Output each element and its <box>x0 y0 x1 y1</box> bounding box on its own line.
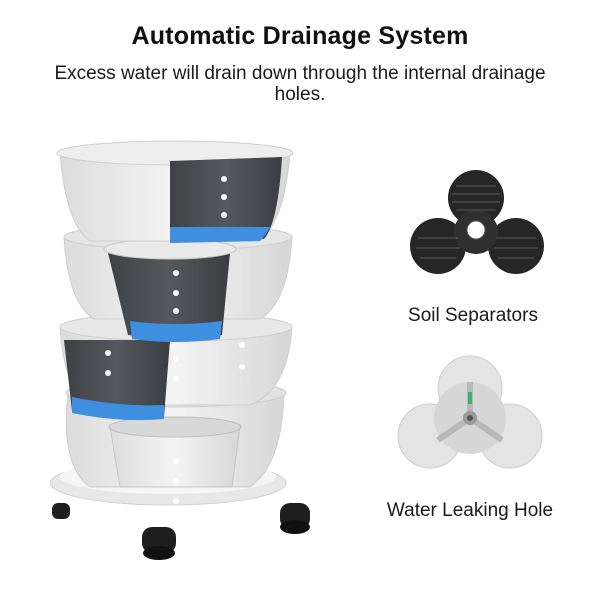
soil-separator-icon <box>410 170 544 274</box>
water-leaking-hole-label: Water Leaking Hole <box>386 500 554 521</box>
stacked-planter-illustration <box>50 140 310 560</box>
soil-separators-label: Soil Separators <box>408 305 538 326</box>
page-subtitle: Excess water will drain down through the… <box>54 63 546 105</box>
page-title: Automatic Drainage System <box>131 22 469 50</box>
water-leaking-hole-icon <box>397 355 543 469</box>
